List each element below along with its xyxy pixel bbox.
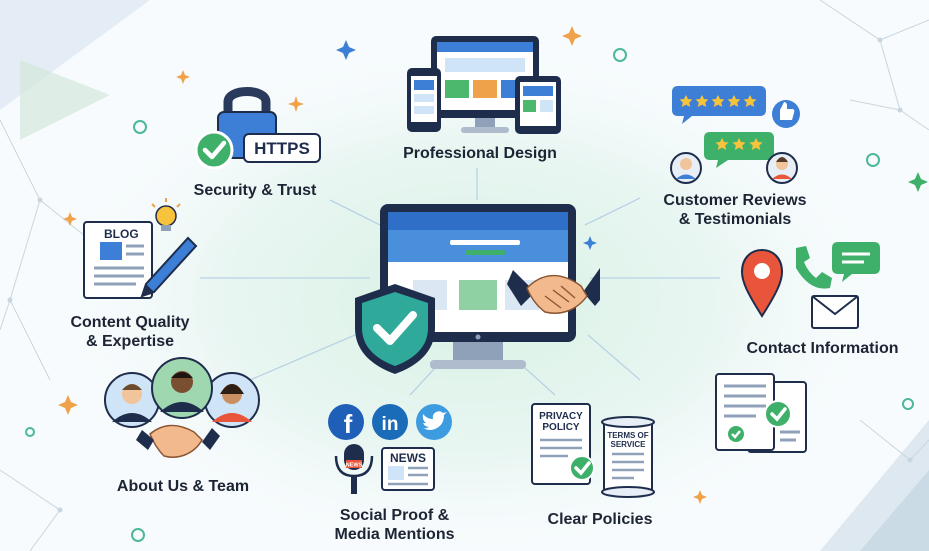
- center-monitor-group: [355, 204, 600, 374]
- terms-line1: TERMS OF: [607, 431, 648, 440]
- mic-badge-text: NEWS: [346, 463, 363, 469]
- document-check-icon: [715, 373, 807, 453]
- contact-label: Contact Information: [746, 340, 899, 357]
- pen-icon: [140, 236, 198, 298]
- location-pin-icon: [740, 248, 784, 318]
- about-label: About Us & Team: [116, 478, 250, 495]
- phone-icon: [407, 68, 441, 132]
- reviews-label-line2: & Testimonials: [678, 211, 792, 228]
- tablet-icon: [515, 76, 561, 134]
- document-icon: [83, 221, 153, 299]
- policies-icon-group: PRIVACY POLICY TERMS OF SERVICE: [531, 403, 655, 498]
- policies-label: Clear Policies: [547, 511, 653, 528]
- team-avatar-icon: [104, 357, 260, 428]
- design-icon-group: [407, 36, 561, 134]
- social-label-line1: Social Proof &: [339, 507, 450, 524]
- newspaper-icon: [381, 447, 435, 491]
- telephone-icon: [796, 246, 832, 289]
- social-label-line2: Media Mentions: [334, 526, 455, 543]
- reviews-label: Customer Reviews & Testimonials: [650, 191, 820, 229]
- content-label-line2: & Expertise: [85, 333, 175, 350]
- security-label: Security & Trust: [193, 182, 317, 199]
- social-icon-group: f in NEWS NEWS: [328, 404, 452, 494]
- contact-icon-group: [740, 242, 880, 329]
- check-badge-icon: [194, 130, 234, 170]
- handshake-icon: [507, 268, 600, 314]
- documents-icon-group: [715, 373, 807, 453]
- twitter-icon: [416, 404, 452, 440]
- linkedin-icon: in: [372, 404, 408, 440]
- https-text: HTTPS: [254, 139, 310, 158]
- policy-document-icon: [531, 403, 595, 485]
- privacy-line2: POLICY: [542, 422, 580, 433]
- security-icon-group: HTTPS: [194, 87, 321, 170]
- terms-line2: SERVICE: [611, 440, 647, 449]
- thumbs-up-icon: [772, 100, 800, 128]
- svg-text:in: in: [382, 414, 399, 435]
- monitor-icon: [380, 204, 576, 369]
- shield-check-icon: [355, 284, 435, 374]
- social-label: Social Proof & Media Mentions: [312, 506, 477, 544]
- facebook-icon: f: [328, 404, 364, 440]
- avatar-icon: [670, 152, 798, 184]
- content-label: Content Quality & Expertise: [55, 313, 205, 351]
- envelope-icon: [811, 295, 859, 329]
- handshake-icon-team: [136, 424, 220, 458]
- star-rating-icon: [672, 86, 774, 168]
- scroll-icon: [601, 416, 655, 498]
- about-icon-group: [104, 357, 260, 458]
- content-icon-group: BLOG: [83, 198, 198, 299]
- https-badge: [243, 133, 321, 163]
- content-label-line1: Content Quality: [70, 314, 190, 331]
- news-title: NEWS: [390, 451, 426, 465]
- microphone-icon: [334, 444, 374, 494]
- blog-title: BLOG: [104, 227, 139, 241]
- reviews-icon-group: [670, 86, 800, 184]
- svg-text:f: f: [344, 409, 353, 439]
- desktop-icon: [431, 36, 539, 133]
- design-label: Professional Design: [403, 145, 557, 162]
- reviews-label-line1: Customer Reviews: [663, 192, 807, 209]
- lightbulb-icon: [151, 198, 181, 231]
- privacy-line1: PRIVACY: [539, 411, 583, 422]
- chat-icon: [832, 242, 880, 282]
